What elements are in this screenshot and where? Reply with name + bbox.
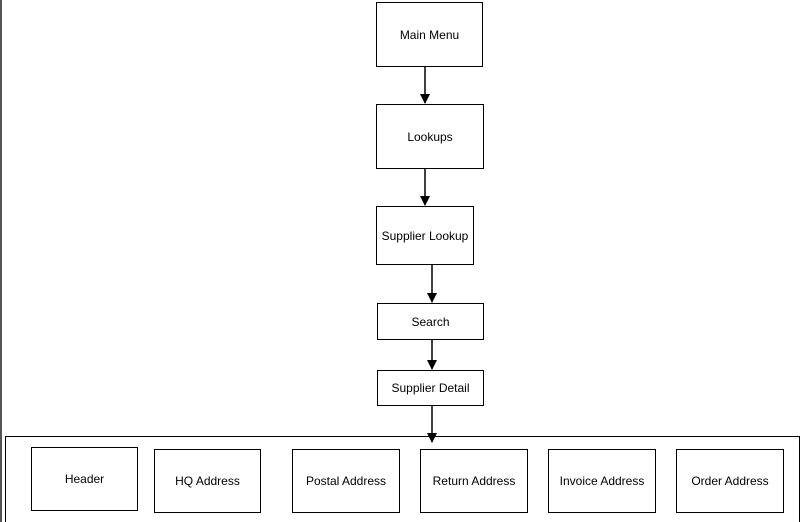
node-main-menu: Main Menu [376,2,483,67]
node-search: Search [377,303,484,340]
section-order-address: Order Address [676,449,784,513]
section-hq-address: HQ Address [154,449,261,513]
window-left-edge [0,0,2,522]
section-return-address: Return Address [420,449,528,513]
node-supplier-detail: Supplier Detail [377,370,484,406]
section-header: Header [31,447,138,511]
section-invoice-address: Invoice Address [548,449,656,513]
section-postal-address: Postal Address [292,449,400,513]
node-supplier-lookup: Supplier Lookup [376,206,474,265]
node-lookups: Lookups [376,104,484,169]
